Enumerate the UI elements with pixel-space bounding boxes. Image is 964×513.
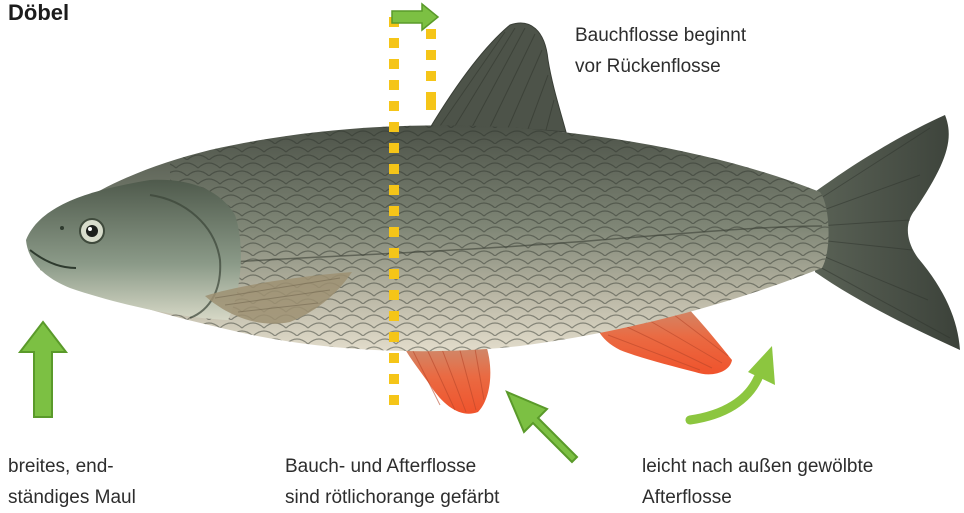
dorsal-guide-dots [426,29,436,110]
caption-line: breites, end- [8,451,136,482]
caption-fin-position: Bauchflosse beginnt vor Rückenflosse [575,20,746,82]
caption-line: sind rötlichorange gefärbt [285,482,499,513]
caption-anal-fin-shape: leicht nach außen gewölbte Afterflosse [642,451,873,513]
caption-line: leicht nach außen gewölbte [642,451,873,482]
caption-line: vor Rückenflosse [575,51,746,82]
caption-line: Afterflosse [642,482,873,513]
arrow-curved-icon [690,378,758,420]
caption-line: Bauch- und Afterflosse [285,451,499,482]
arrow-diagonal-icon [507,392,577,462]
caption-line: Bauchflosse beginnt [575,20,746,51]
arrow-up-icon [20,322,66,417]
tail-fin [812,115,960,350]
caption-line: ständiges Maul [8,482,136,513]
caption-mouth: breites, end- ständiges Maul [8,451,136,513]
caption-fin-color: Bauch- und Afterflosse sind rötlichorang… [285,451,499,513]
